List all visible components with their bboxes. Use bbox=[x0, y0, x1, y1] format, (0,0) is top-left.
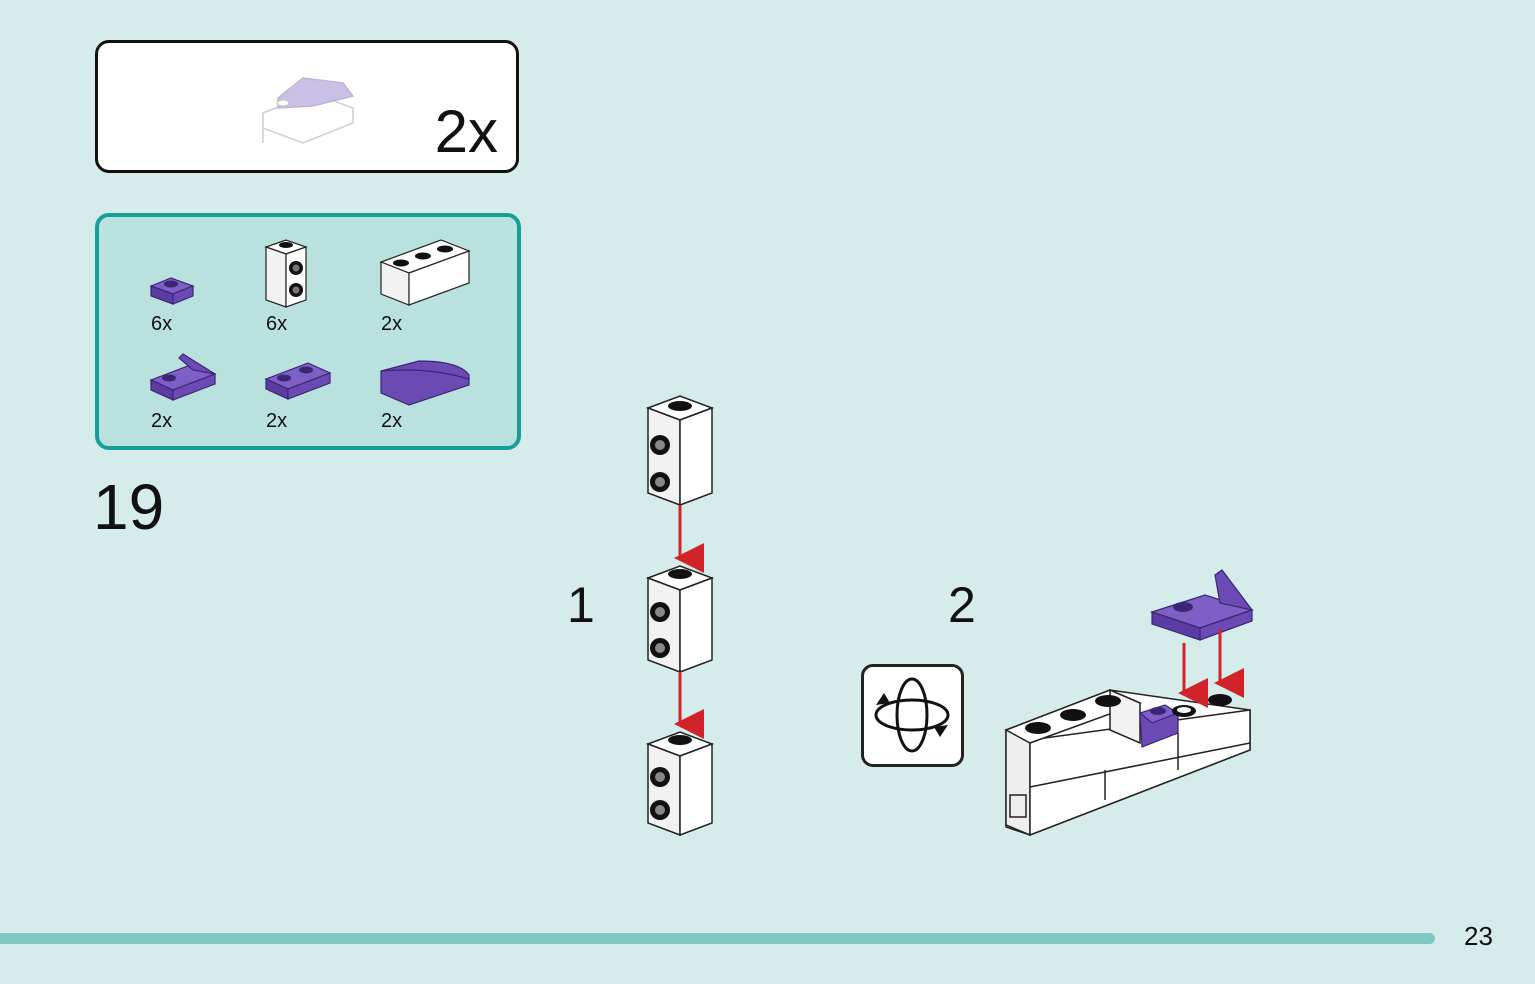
substep-2-illustration bbox=[1004, 569, 1254, 837]
part-qty: 2x bbox=[381, 313, 403, 335]
purple-1x2-plate-icon bbox=[264, 362, 332, 400]
white-1x1-brick-icon bbox=[645, 395, 715, 507]
white-1x3-brick-icon bbox=[379, 239, 471, 306]
page-number: 23 bbox=[1464, 921, 1493, 951]
white-1x1-brick-studs-side-icon bbox=[264, 239, 308, 308]
purple-1x2-plate-bracket-icon bbox=[149, 353, 217, 401]
white-1x1-brick-icon bbox=[645, 565, 715, 674]
part-qty: 2x bbox=[381, 410, 403, 432]
step-number: 19 bbox=[93, 471, 165, 543]
part-qty: 6x bbox=[151, 313, 173, 335]
rotate-model-icon bbox=[861, 664, 964, 767]
part-qty: 2x bbox=[151, 410, 173, 432]
substep-number-2: 2 bbox=[948, 577, 976, 633]
part-qty: 2x bbox=[266, 410, 288, 432]
substep-number-1: 1 bbox=[567, 577, 595, 633]
submodel-preview-icon bbox=[262, 77, 355, 144]
parts-list-panel: 6x 6x 2x 2x 2x 2x bbox=[95, 213, 521, 450]
part-qty: 6x bbox=[266, 313, 288, 335]
submodel-count: 2x bbox=[434, 98, 498, 165]
substep-1-illustration bbox=[645, 395, 715, 837]
white-1x1-brick-icon bbox=[645, 731, 715, 837]
page-footer-bar bbox=[0, 933, 1435, 944]
submodel-callout: 2x bbox=[95, 40, 519, 173]
purple-1x3-curved-slope-icon bbox=[380, 360, 470, 406]
purple-1x1-plate-icon bbox=[149, 277, 195, 305]
